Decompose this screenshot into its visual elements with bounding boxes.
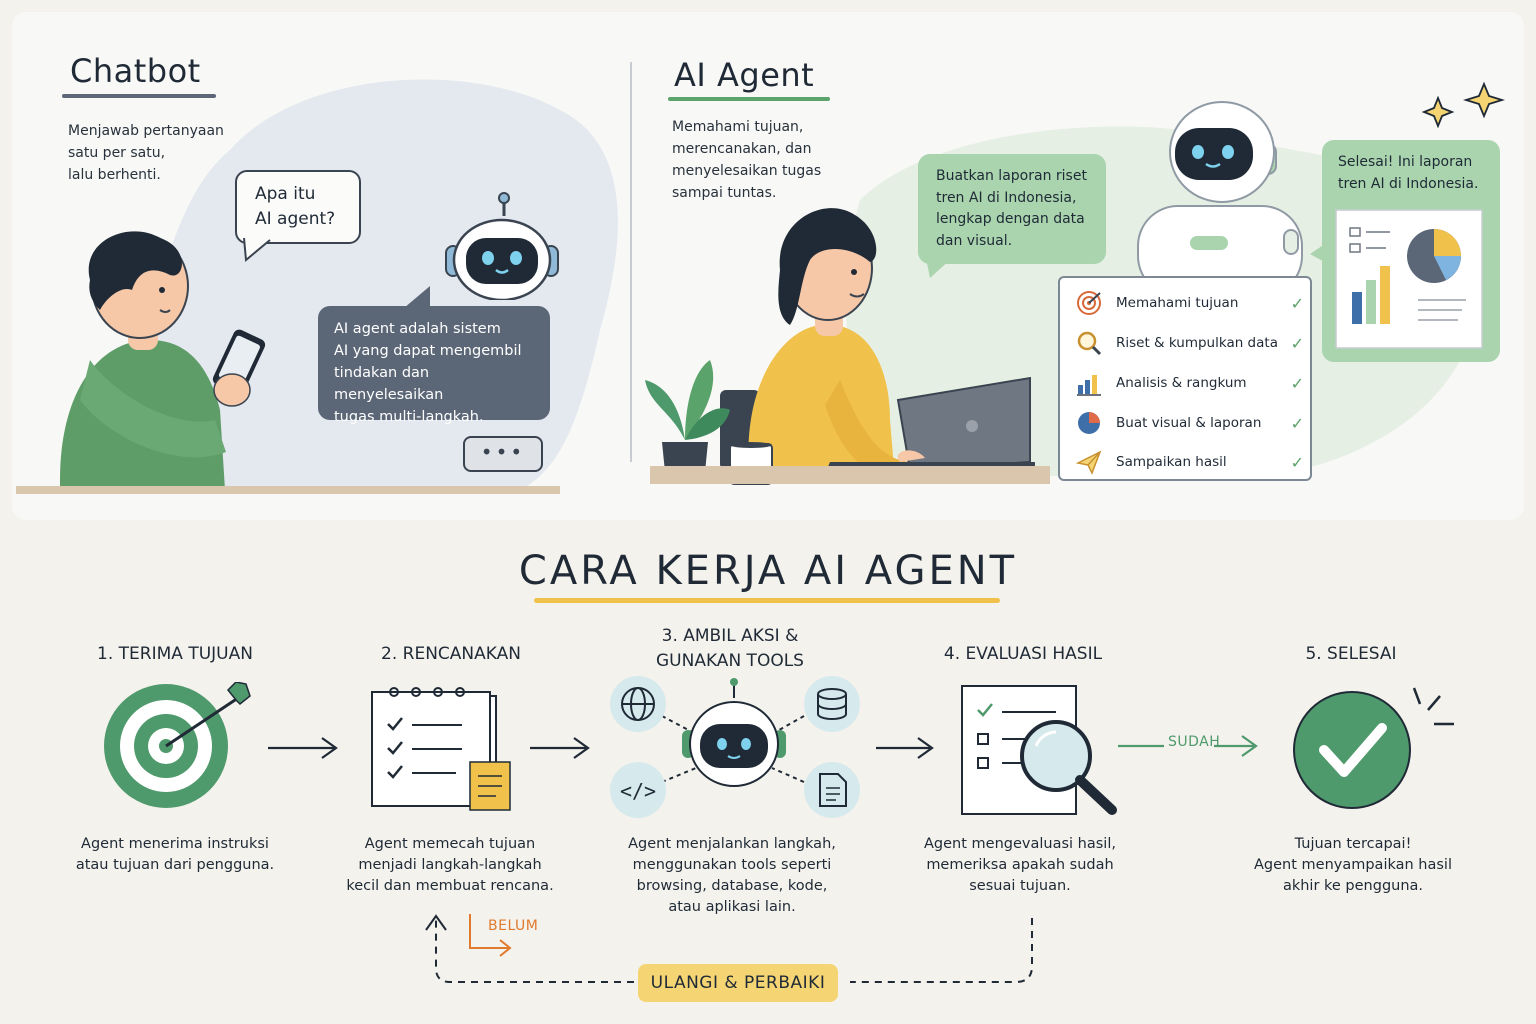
step-3-description: Agent menjalankan langkah, menggunakan t… [628,836,836,915]
checklist-item: Sampaikan hasil ✓ [1076,447,1304,477]
checklist-item: Analisis & rangkum ✓ [1076,368,1304,398]
checklist-item: Riset & kumpulkan data ✓ [1076,328,1304,358]
check-icon: ✓ [1290,333,1304,353]
chatbot-title-underline [62,94,216,98]
chatbot-table-surface [16,486,560,494]
step-arrows [268,735,1258,759]
agent-description: Memahami tujuan, merencanakan, dan menye… [672,119,822,201]
check-icon: ✓ [1290,413,1304,433]
bar-chart-icon [1077,375,1101,396]
request-bubble-tail [926,258,952,278]
target-goal-icon [104,682,251,808]
report-document-icon [1335,209,1483,349]
workflow-title-underline [534,598,1000,603]
step-2-description: Agent memecah tujuan menjadi langkah-lan… [346,836,554,894]
step-4-title: 4. EVALUASI HASIL [943,644,1103,664]
step-2-title: 2. RENCANAKAN [381,644,521,664]
chatbot-robot-icon [445,192,559,300]
arrow-right-icon [268,737,934,759]
checklist-label: Riset & kumpulkan data [1116,335,1278,351]
reply-bubble-tail [1310,242,1328,264]
success-check-icon [1293,687,1454,809]
question-bubble-tail [243,238,271,262]
checklist-label: Memahami tujuan [1116,295,1239,311]
user-with-phone-illustration [60,231,266,490]
checklist-label: Analisis & rangkum [1116,375,1247,391]
step-3-title: 3. AMBIL AKSI & GUNAKAN TOOLS [656,626,804,671]
sparkle-icon [1421,81,1506,129]
target-icon [1077,291,1101,315]
check-icon: ✓ [1290,452,1304,472]
repeat-loop-arrow [425,914,1033,983]
magnifier-icon [1077,331,1102,356]
user-question-bubble: Apa itu AI agent? [235,170,361,244]
checklist-item: Buat visual & laporan ✓ [1076,408,1304,438]
step-1-description: Agent menerima instruksi atau tujuan dar… [75,836,275,873]
panel-divider [630,62,632,462]
chatbot-description: Menjawab pertanyaan satu per satu, lalu … [68,123,224,183]
step-5-title: 5. SELESAI [1305,644,1397,664]
checklist-label: Sampaikan hasil [1116,454,1227,470]
svg-text:</>: </> [620,779,656,803]
agent-reply-text: Selesai! Ini laporan tren AI di Indonesi… [1338,154,1479,192]
typing-indicator: ••• [463,436,543,472]
checklist-label: Buat visual & laporan [1116,415,1262,431]
checklist-item: Memahami tujuan ✓ [1076,288,1304,318]
agent-desk-surface [650,466,1050,484]
agent-title: AI Agent [674,56,815,94]
plan-checklist-icon [371,687,511,811]
pie-chart-icon [1078,412,1100,434]
potted-plant-illustration [645,360,730,482]
agent-title-underline [668,97,830,101]
done-arrow-icon [1118,735,1258,757]
answer-bubble-tail [404,286,430,308]
user-request-bubble: Buatkan laporan riset tren AI di Indones… [918,154,1106,264]
woman-with-laptop-illustration [720,208,1035,480]
check-icon: ✓ [1290,293,1304,313]
ai-agent-robot-illustration [1137,101,1303,286]
tools-hub-icon: </> [610,676,860,818]
repeat-improve-badge: ULANGI & PERBAIKI [638,964,838,1002]
step-1-title: 1. TERIMA TUJUAN [97,644,253,664]
workflow-title: CARA KERJA AI AGENT [518,548,1018,594]
done-label: SUDAH [1168,734,1221,750]
chatbot-title: Chatbot [70,52,201,90]
bot-answer-bubble: AI agent adalah sistem AI yang dapat men… [318,306,550,425]
step-4-description: Agent mengevaluasi hasil, memeriksa apak… [924,836,1116,894]
step-5-description: Tujuan tercapai! Agent menyampaikan hasi… [1254,836,1452,894]
evaluate-result-icon [961,685,1117,815]
agent-task-checklist: Memahami tujuan ✓ Riset & kumpulkan data… [1058,276,1312,481]
check-icon: ✓ [1290,373,1304,393]
workflow-panel [0,524,1536,1024]
not-yet-label: BELUM [488,918,539,934]
paper-plane-icon [1076,450,1102,475]
